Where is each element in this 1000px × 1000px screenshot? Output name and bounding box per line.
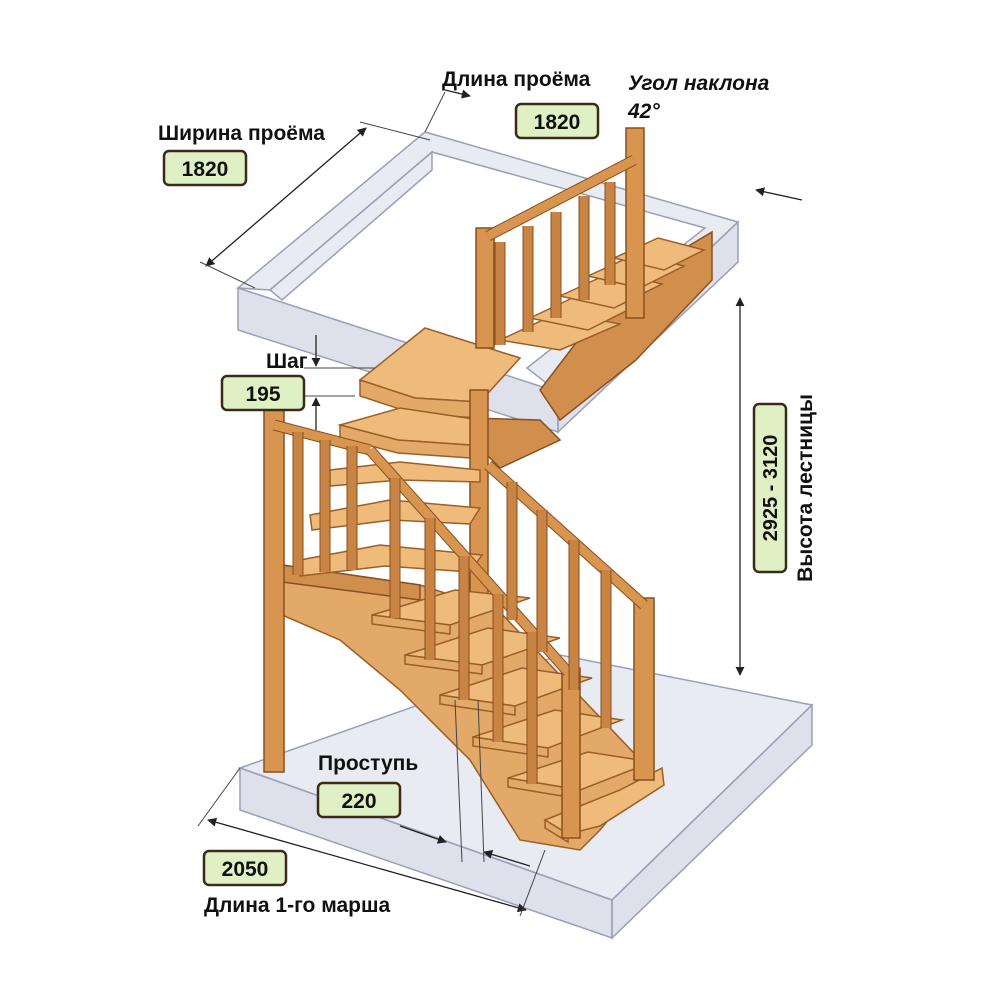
opening-length-label: Длина проёма [442, 68, 591, 91]
slope-angle-value: 42° [627, 100, 660, 123]
step-value-box: 195 [220, 374, 306, 412]
step-label: Шаг [266, 350, 308, 373]
left-railing [272, 419, 573, 784]
opening-width-value-box: 1820 [162, 149, 248, 187]
first-flight-value-box: 2050 [202, 849, 288, 887]
stair-height-label: Высота лестницы [794, 394, 817, 582]
first-flight-label: Длина 1-го марша [204, 894, 390, 917]
stair-height-value-box: 2925 - 3120 [752, 402, 788, 574]
slope-angle-label: Угол наклона [628, 72, 770, 95]
dimension-step [304, 335, 375, 430]
dimension-opening-length [424, 89, 471, 133]
upper-railing [485, 155, 637, 345]
dimension-first-flight [197, 767, 546, 917]
opening-length-value: 1820 [534, 111, 581, 134]
opening-length-value-box: 1820 [514, 102, 600, 140]
tread-value-box: 220 [316, 781, 402, 819]
dimension-stair-height [735, 187, 803, 676]
first-flight-value: 2050 [222, 858, 269, 881]
step-value: 195 [245, 383, 280, 406]
opening-width-label: Ширина проёма [158, 122, 325, 145]
opening-width-value: 1820 [182, 158, 229, 181]
tread-label: Проступь [318, 752, 418, 775]
newel-posts [263, 127, 655, 839]
dimension-opening-width [199, 121, 431, 289]
stair-height-value: 2925 - 3120 [760, 435, 782, 542]
tread-value: 220 [341, 790, 376, 813]
right-railing [484, 460, 648, 728]
